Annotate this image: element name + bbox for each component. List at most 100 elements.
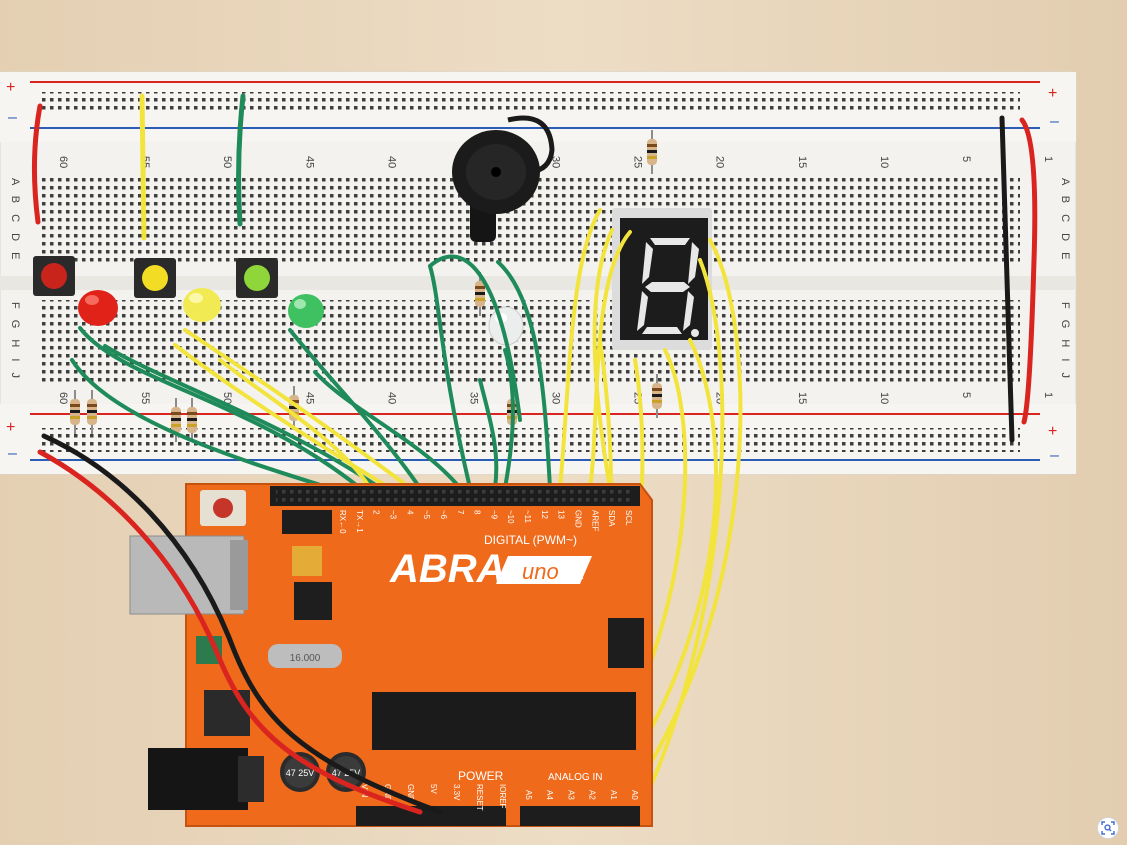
resistor — [87, 390, 97, 434]
column-number: 15 — [796, 392, 808, 404]
pin-label: 2 — [372, 510, 381, 515]
black-rail-wire — [999, 115, 1015, 443]
column-number: 45 — [303, 156, 315, 168]
rail-plus-label: + — [6, 79, 15, 96]
yellow-wire — [618, 238, 743, 812]
green-jumper — [236, 93, 246, 227]
column-number: 60 — [57, 156, 69, 168]
rail-plus-label-bottom-right: + — [1048, 423, 1057, 440]
column-number: 10 — [878, 392, 890, 404]
rail-minus-label-right: – — [1050, 113, 1059, 130]
green-signal-wires — [70, 254, 552, 490]
column-number: 1 — [1042, 156, 1054, 162]
column-number: 25 — [632, 156, 644, 168]
pin-label: 3.3V — [452, 784, 461, 801]
black-power-wire — [41, 433, 443, 815]
green-wire — [70, 358, 332, 490]
icsp-header — [282, 510, 332, 534]
pin-label: A1 — [609, 790, 618, 800]
led-red — [78, 290, 118, 326]
pin-label: GND — [406, 784, 415, 802]
column-number: 15 — [796, 156, 808, 168]
push-button-green[interactable] — [236, 258, 278, 298]
yellow-jumper — [139, 93, 147, 241]
push-button-red[interactable] — [33, 256, 75, 296]
piezo-buzzer — [452, 115, 555, 242]
resistor — [70, 390, 80, 434]
analog-pin-labels: A0 A1 A2 A3 A4 A5 — [524, 790, 639, 800]
green-wire — [428, 264, 472, 490]
pin-label: AREF — [590, 510, 599, 531]
resistor — [647, 130, 657, 174]
resistor — [652, 374, 662, 418]
pin-label: ~11 — [523, 510, 532, 524]
board-model-suffix: R — [568, 559, 584, 584]
capacitor-1-label: 47 25V — [286, 768, 315, 778]
pin-label: A4 — [545, 790, 554, 800]
dc-power-jack — [148, 748, 248, 810]
column-number: 50 — [221, 392, 233, 404]
crystal-label: 16.000 — [290, 653, 321, 664]
voltage-regulator — [204, 690, 250, 736]
led-yellow — [183, 288, 221, 322]
column-number: 20 — [714, 156, 726, 168]
pin-label: TX→1 — [355, 510, 364, 533]
digital-label: DIGITAL (PWM~) — [484, 533, 577, 547]
pin-label: RX←0 — [338, 510, 347, 534]
power-header — [356, 806, 506, 826]
pin-label: ~6 — [439, 510, 448, 520]
column-number: 10 — [878, 156, 890, 168]
analog-in-label: ANALOG IN — [548, 772, 602, 783]
red-jumper-left — [31, 103, 43, 225]
pin-label: ~9 — [489, 510, 498, 520]
usb-controller-chip — [294, 582, 332, 620]
pin-label: 5V — [429, 784, 438, 794]
resistor — [475, 272, 485, 316]
pin-label: 8 — [473, 510, 482, 515]
row-letters-top: A B C D E — [9, 178, 21, 264]
pin-label: IOREF — [498, 784, 507, 809]
pin-label: A5 — [524, 790, 533, 800]
pin-label: ~3 — [388, 510, 397, 520]
column-number: 40 — [385, 392, 397, 404]
green-wire — [503, 348, 515, 490]
pin-label: RESET — [475, 784, 484, 811]
pin-label: A3 — [566, 790, 575, 800]
column-number: 5 — [960, 156, 972, 162]
green-wire — [496, 260, 552, 490]
board-brand: ABRA — [389, 547, 506, 591]
pin-label: ~10 — [506, 510, 515, 524]
green-wire — [78, 326, 362, 490]
pin-label: 13 — [557, 510, 566, 519]
crystal — [268, 644, 342, 668]
green-wire — [428, 254, 522, 422]
yellow-wire — [592, 228, 614, 490]
push-button-yellow[interactable] — [134, 258, 176, 298]
column-number: 5 — [960, 392, 972, 398]
column-number: 55 — [139, 392, 151, 404]
yellow-wire — [638, 258, 725, 812]
rail-plus-label-bottom: + — [6, 419, 15, 436]
pin-label: 4 — [405, 510, 414, 515]
model-badge — [496, 556, 592, 584]
board-model: uno — [522, 559, 559, 584]
row-letters-top-right: A B C D E — [1059, 178, 1071, 264]
lens-button[interactable] — [1097, 817, 1119, 839]
arduino-board: 16.000 47 25V 47 25V ABRA uno R DIGITAL … — [129, 483, 653, 827]
red-power-wire — [37, 449, 423, 815]
pin-label: SCL — [624, 510, 633, 526]
yellow-wire — [588, 230, 632, 490]
pin-label: A0 — [630, 790, 639, 800]
reset-button-cap[interactable] — [213, 498, 233, 518]
digit-segments — [637, 238, 699, 337]
power-label: POWER — [458, 769, 504, 783]
green-wire — [103, 344, 382, 490]
column-number: 60 — [57, 392, 69, 404]
yellow-wire — [558, 208, 602, 490]
rail-minus-label: – — [8, 109, 17, 126]
pin-label: A2 — [588, 790, 597, 800]
pin-label: GND — [574, 510, 583, 528]
microcontroller-chip — [372, 692, 636, 750]
